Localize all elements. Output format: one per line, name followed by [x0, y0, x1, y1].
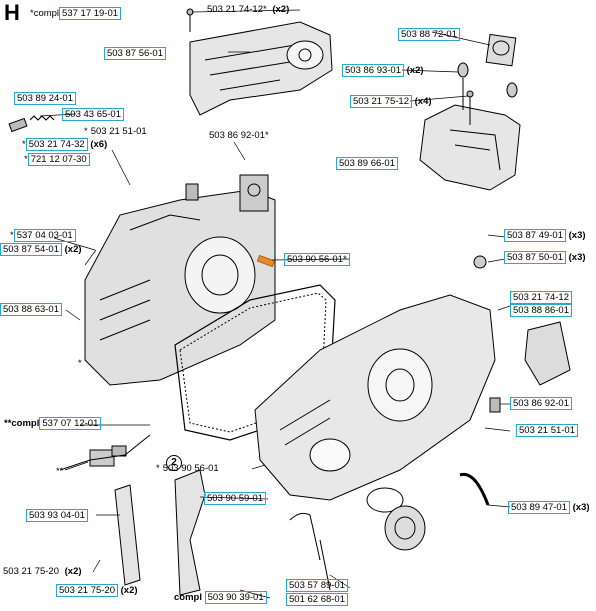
- part-label[interactable]: 503 90 59-01: [204, 492, 266, 505]
- part-label[interactable]: 503 87 54-01 (x2): [0, 243, 82, 256]
- section-letter: H: [4, 0, 20, 25]
- part-label[interactable]: 503 43 65-01: [62, 108, 124, 121]
- part-label[interactable]: 503 21 75-20 (x2): [3, 566, 82, 577]
- marker-asterisk: *: [78, 358, 82, 369]
- part-label[interactable]: 503 88 63-01: [0, 303, 62, 316]
- part-label[interactable]: 503 87 49-01 (x3): [504, 229, 586, 242]
- part-label[interactable]: 503 21 75-20 (x2): [56, 584, 138, 597]
- part-label[interactable]: 503 93 04-01: [26, 509, 88, 522]
- clutch-cover-part: [186, 8, 333, 116]
- part-label[interactable]: 503 21 74-12* (x2): [207, 4, 290, 15]
- part-label[interactable]: 503 21 74-12: [510, 291, 572, 304]
- part-label[interactable]: 501 62 68-01: [286, 593, 348, 606]
- part-label[interactable]: 503 86 92-01*: [209, 130, 269, 141]
- part-label[interactable]: 503 89 47-01 (x3): [508, 501, 590, 514]
- part-label[interactable]: 503 87 50-01 (x3): [504, 251, 586, 264]
- valve-assembly-part: [59, 434, 151, 471]
- part-label[interactable]: *503 21 74-32 (x6): [22, 138, 108, 151]
- part-label[interactable]: 503 88 72-01: [398, 28, 460, 41]
- part-label[interactable]: 503 87 56-01: [104, 47, 166, 60]
- part-label[interactable]: 503 21 75-12 (x4): [350, 95, 432, 108]
- crankcase-left-part: [84, 174, 276, 386]
- marker-double-asterisk: **: [56, 466, 64, 477]
- part-label[interactable]: *503 21 51-01: [84, 126, 147, 137]
- callout-number: 2: [166, 455, 182, 471]
- fuel-cap-part: [289, 487, 426, 591]
- crankcase-right-part: [254, 294, 496, 501]
- part-label[interactable]: 503 89 24-01: [14, 92, 76, 105]
- spring-and-pad-part: [8, 115, 55, 133]
- part-label[interactable]: *503 90 56-01: [156, 463, 219, 474]
- part-label[interactable]: compl 503 90 39-01: [174, 591, 267, 604]
- part-label[interactable]: 503 90 56-01*: [284, 253, 350, 266]
- air-intake-part: [419, 33, 521, 191]
- bottom-guard-part: [114, 469, 206, 596]
- part-label[interactable]: 503 88 86-01: [510, 304, 572, 317]
- side-plate-part: [459, 255, 571, 506]
- part-label[interactable]: 503 86 93-01 (x2): [342, 64, 424, 77]
- part-label[interactable]: *537 04 03-01: [10, 229, 76, 242]
- part-label[interactable]: 503 89 66-01: [336, 157, 398, 170]
- part-label[interactable]: 503 86 92-01: [510, 397, 572, 410]
- part-label[interactable]: 503 57 89-01: [286, 579, 348, 592]
- part-label[interactable]: *721 12 07-30: [24, 153, 90, 166]
- part-label[interactable]: 503 21 51-01: [516, 424, 578, 437]
- highlighted-pin: [256, 254, 276, 268]
